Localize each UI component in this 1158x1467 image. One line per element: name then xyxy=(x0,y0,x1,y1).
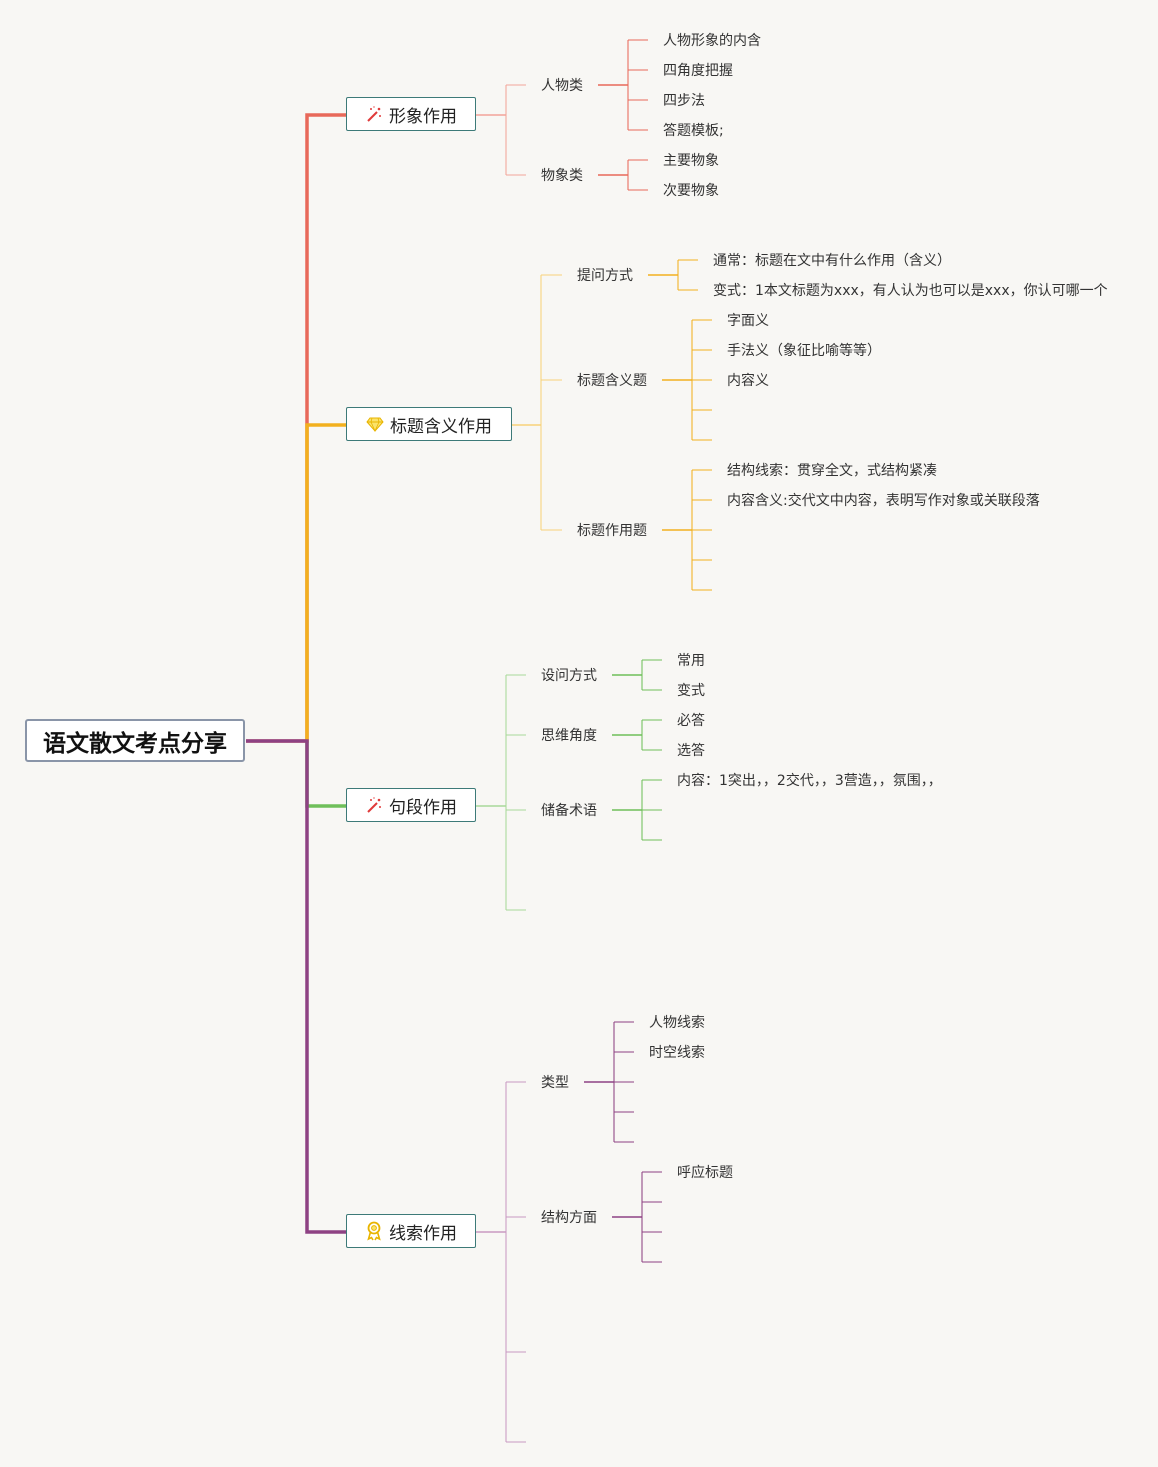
subtopic-label[interactable]: 储备术语 xyxy=(541,803,597,819)
magic-wand-icon xyxy=(367,106,381,122)
diamond-icon xyxy=(366,417,384,432)
branch-sentence xyxy=(305,741,346,808)
leaf-label[interactable]: 通常：标题在文中有什么作用（含义） xyxy=(713,253,951,269)
leaf-label[interactable]: 内容：1突出，，2交代，，3营造，，氛围，， xyxy=(677,773,942,789)
branch-image xyxy=(246,113,346,743)
subtopic-label[interactable]: 标题作用题 xyxy=(577,523,647,539)
leaf-label[interactable]: 变式：1本文标题为xxx，有人认为也可以是xxx，你认可哪一个 xyxy=(713,283,1108,299)
topic-node-image-function[interactable]: 形象作用 xyxy=(346,97,476,131)
root-node[interactable]: 语文散文考点分享 xyxy=(25,719,245,762)
branch-clue xyxy=(246,739,346,1234)
subtopic-label[interactable]: 思维角度 xyxy=(541,728,597,744)
award-ribbon-icon xyxy=(367,1221,381,1241)
topic-label: 句段作用 xyxy=(389,797,457,818)
topic-label: 形象作用 xyxy=(389,106,457,127)
topic-label: 线索作用 xyxy=(389,1223,457,1244)
leaf-label[interactable]: 字面义 xyxy=(727,313,769,329)
topic-node-title-meaning[interactable]: 标题含义作用 xyxy=(346,407,512,441)
leaf-label[interactable]: 常用 xyxy=(677,653,705,669)
subtopic-label[interactable]: 人物类 xyxy=(541,78,583,94)
leaf-label[interactable]: 时空线索 xyxy=(649,1045,705,1061)
leaf-label[interactable]: 人物线索 xyxy=(649,1015,705,1031)
leaf-label[interactable]: 主要物象 xyxy=(663,153,719,169)
topic-label: 标题含义作用 xyxy=(390,416,492,437)
leaf-label[interactable]: 四角度把握 xyxy=(663,63,733,79)
subtopic-label[interactable]: 物象类 xyxy=(541,168,583,184)
leaf-label[interactable]: 四步法 xyxy=(663,93,705,109)
leaf-label[interactable]: 人物形象的内含 xyxy=(663,33,761,49)
magic-wand-icon xyxy=(367,797,381,813)
leaf-label[interactable]: 内容义 xyxy=(727,373,769,389)
leaf-label[interactable]: 次要物象 xyxy=(663,183,719,199)
leaf-label[interactable]: 答题模板; xyxy=(663,123,724,139)
subtopic-label[interactable]: 标题含义题 xyxy=(577,373,647,389)
branch-title xyxy=(305,423,346,741)
subtopic-label[interactable]: 提问方式 xyxy=(577,268,633,284)
topic-node-sentence-function[interactable]: 句段作用 xyxy=(346,788,476,822)
leaf-label[interactable]: 选答 xyxy=(677,743,705,759)
topic-node-clue-function[interactable]: 线索作用 xyxy=(346,1214,476,1248)
leaf-label[interactable]: 结构线索：贯穿全文，式结构紧凑 xyxy=(727,463,937,479)
leaf-label[interactable]: 变式 xyxy=(677,683,705,699)
subtopic-label[interactable]: 结构方面 xyxy=(541,1210,597,1226)
leaf-label[interactable]: 呼应标题 xyxy=(677,1165,733,1181)
leaf-label[interactable]: 内容含义:交代文中内容，表明写作对象或关联段落 xyxy=(727,493,1040,509)
leaf-label[interactable]: 必答 xyxy=(677,713,705,729)
leaf-label[interactable]: 手法义（象征比喻等等） xyxy=(727,343,881,359)
subtopic-label[interactable]: 类型 xyxy=(541,1075,569,1091)
subtopic-label[interactable]: 设问方式 xyxy=(541,668,597,684)
